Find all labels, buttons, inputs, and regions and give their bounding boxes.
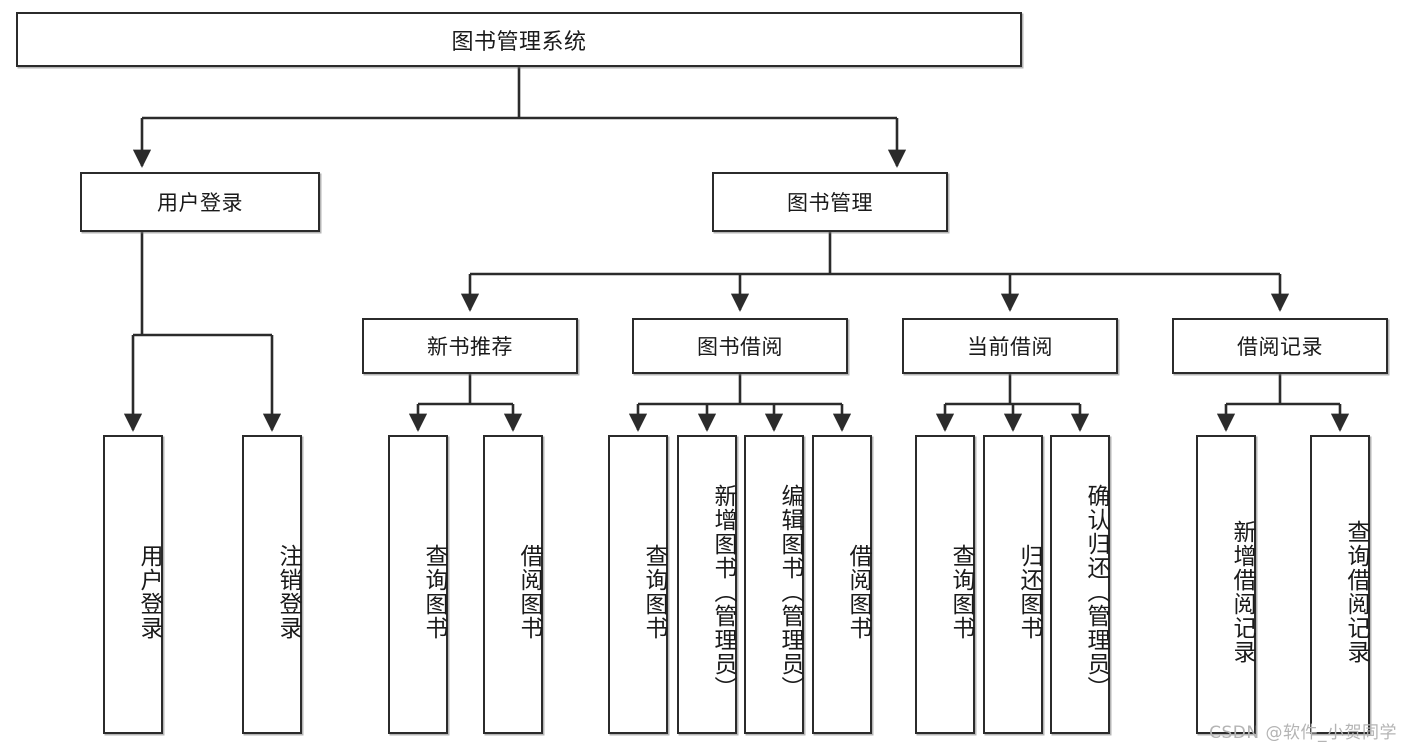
- node-label: 查询图书: [641, 543, 667, 640]
- node-label: 查询借阅记录: [1343, 519, 1369, 664]
- node-label: 新增图书（管理员）: [710, 483, 736, 700]
- leaf-new-book-query-book[interactable]: 查询图书: [388, 435, 448, 734]
- leaf-current-borrow-return-book[interactable]: 归还图书: [983, 435, 1043, 734]
- node-label: 用户登录: [136, 543, 162, 640]
- node-label: 借阅图书: [845, 543, 871, 640]
- node-label: 借阅图书: [516, 543, 542, 640]
- node-label: 用户登录: [157, 191, 243, 215]
- leaf-user-login-logout[interactable]: 注销登录: [242, 435, 302, 734]
- leaf-current-borrow-query-book[interactable]: 查询图书: [915, 435, 975, 734]
- leaf-borrow-record-add-record[interactable]: 新增借阅记录: [1196, 435, 1256, 734]
- node-label: 归还图书: [1016, 543, 1042, 640]
- node-new-book-recommend[interactable]: 新书推荐: [362, 318, 578, 374]
- leaf-book-borrow-borrow-book[interactable]: 借阅图书: [812, 435, 872, 734]
- leaf-borrow-record-query-record[interactable]: 查询借阅记录: [1310, 435, 1370, 734]
- node-label: 确认归还（管理员）: [1083, 483, 1109, 700]
- node-label: 注销登录: [275, 543, 301, 640]
- node-label: 新增借阅记录: [1229, 519, 1255, 664]
- node-label: 借阅记录: [1237, 335, 1323, 359]
- node-label: 图书管理: [787, 191, 873, 215]
- node-root-book-management-system[interactable]: 图书管理系统: [16, 12, 1022, 67]
- leaf-new-book-borrow-book[interactable]: 借阅图书: [483, 435, 543, 734]
- node-book-borrow[interactable]: 图书借阅: [632, 318, 848, 374]
- node-label: 图书借阅: [697, 335, 783, 359]
- node-user-login[interactable]: 用户登录: [80, 172, 320, 232]
- node-book-management[interactable]: 图书管理: [712, 172, 948, 232]
- node-label: 当前借阅: [967, 335, 1053, 359]
- node-label: 查询图书: [421, 543, 447, 640]
- leaf-book-borrow-edit-book-admin[interactable]: 编辑图书（管理员）: [744, 435, 804, 734]
- leaf-book-borrow-query-book[interactable]: 查询图书: [608, 435, 668, 734]
- node-current-borrow[interactable]: 当前借阅: [902, 318, 1118, 374]
- node-borrow-record[interactable]: 借阅记录: [1172, 318, 1388, 374]
- node-label: 新书推荐: [427, 335, 513, 359]
- leaf-book-borrow-add-book-admin[interactable]: 新增图书（管理员）: [677, 435, 737, 734]
- leaf-user-login-login[interactable]: 用户登录: [103, 435, 163, 734]
- node-label: 编辑图书（管理员）: [777, 483, 803, 700]
- watermark-text: CSDN @软件_小贺同学: [1209, 723, 1397, 743]
- node-label: 图书管理系统: [451, 29, 587, 55]
- leaf-current-borrow-confirm-return-admin[interactable]: 确认归还（管理员）: [1050, 435, 1110, 734]
- node-label: 查询图书: [948, 543, 974, 640]
